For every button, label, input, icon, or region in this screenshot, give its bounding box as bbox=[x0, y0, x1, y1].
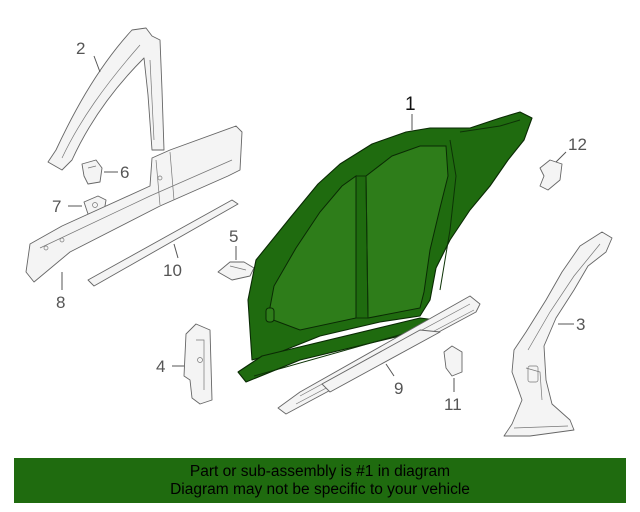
info-banner: Part or sub-assembly is #1 in diagram Di… bbox=[14, 458, 626, 503]
leader-10 bbox=[173, 243, 179, 259]
leader-2 bbox=[93, 55, 101, 73]
callout-6: 6 bbox=[120, 163, 129, 182]
part-4-pillar-bracket[interactable] bbox=[183, 323, 213, 405]
leader-9 bbox=[385, 363, 395, 377]
callout-7: 7 bbox=[52, 197, 61, 216]
part-1-body-side-outer[interactable] bbox=[237, 111, 533, 383]
banner-line-2: Diagram may not be specific to your vehi… bbox=[170, 480, 470, 498]
part-11-reinforcement[interactable] bbox=[443, 345, 463, 377]
part-12-bracket[interactable] bbox=[539, 159, 563, 191]
part-6-bracket[interactable] bbox=[81, 159, 103, 185]
callout-3: 3 bbox=[576, 315, 585, 334]
leader-12 bbox=[555, 151, 567, 163]
callout-11: 11 bbox=[444, 395, 462, 414]
callout-10: 10 bbox=[163, 261, 182, 280]
part-2-a-pillar[interactable] bbox=[47, 27, 165, 171]
callout-1: 1 bbox=[405, 94, 416, 115]
callout-2: 2 bbox=[76, 39, 85, 58]
callout-9: 9 bbox=[394, 379, 403, 398]
part-8-rocker-reinforcement[interactable] bbox=[25, 125, 243, 283]
part-5-bracket[interactable] bbox=[217, 261, 255, 281]
part-10-rocker-strip[interactable] bbox=[87, 199, 239, 287]
banner-line-1: Part or sub-assembly is #1 in diagram bbox=[189, 462, 451, 480]
callout-4: 4 bbox=[156, 357, 165, 376]
callout-8: 8 bbox=[56, 293, 65, 312]
callout-5: 5 bbox=[229, 227, 238, 246]
part-3-pillar-reinforcement[interactable] bbox=[503, 231, 613, 437]
callout-12: 12 bbox=[568, 135, 587, 154]
part-9-outer-rocker[interactable] bbox=[277, 295, 481, 415]
